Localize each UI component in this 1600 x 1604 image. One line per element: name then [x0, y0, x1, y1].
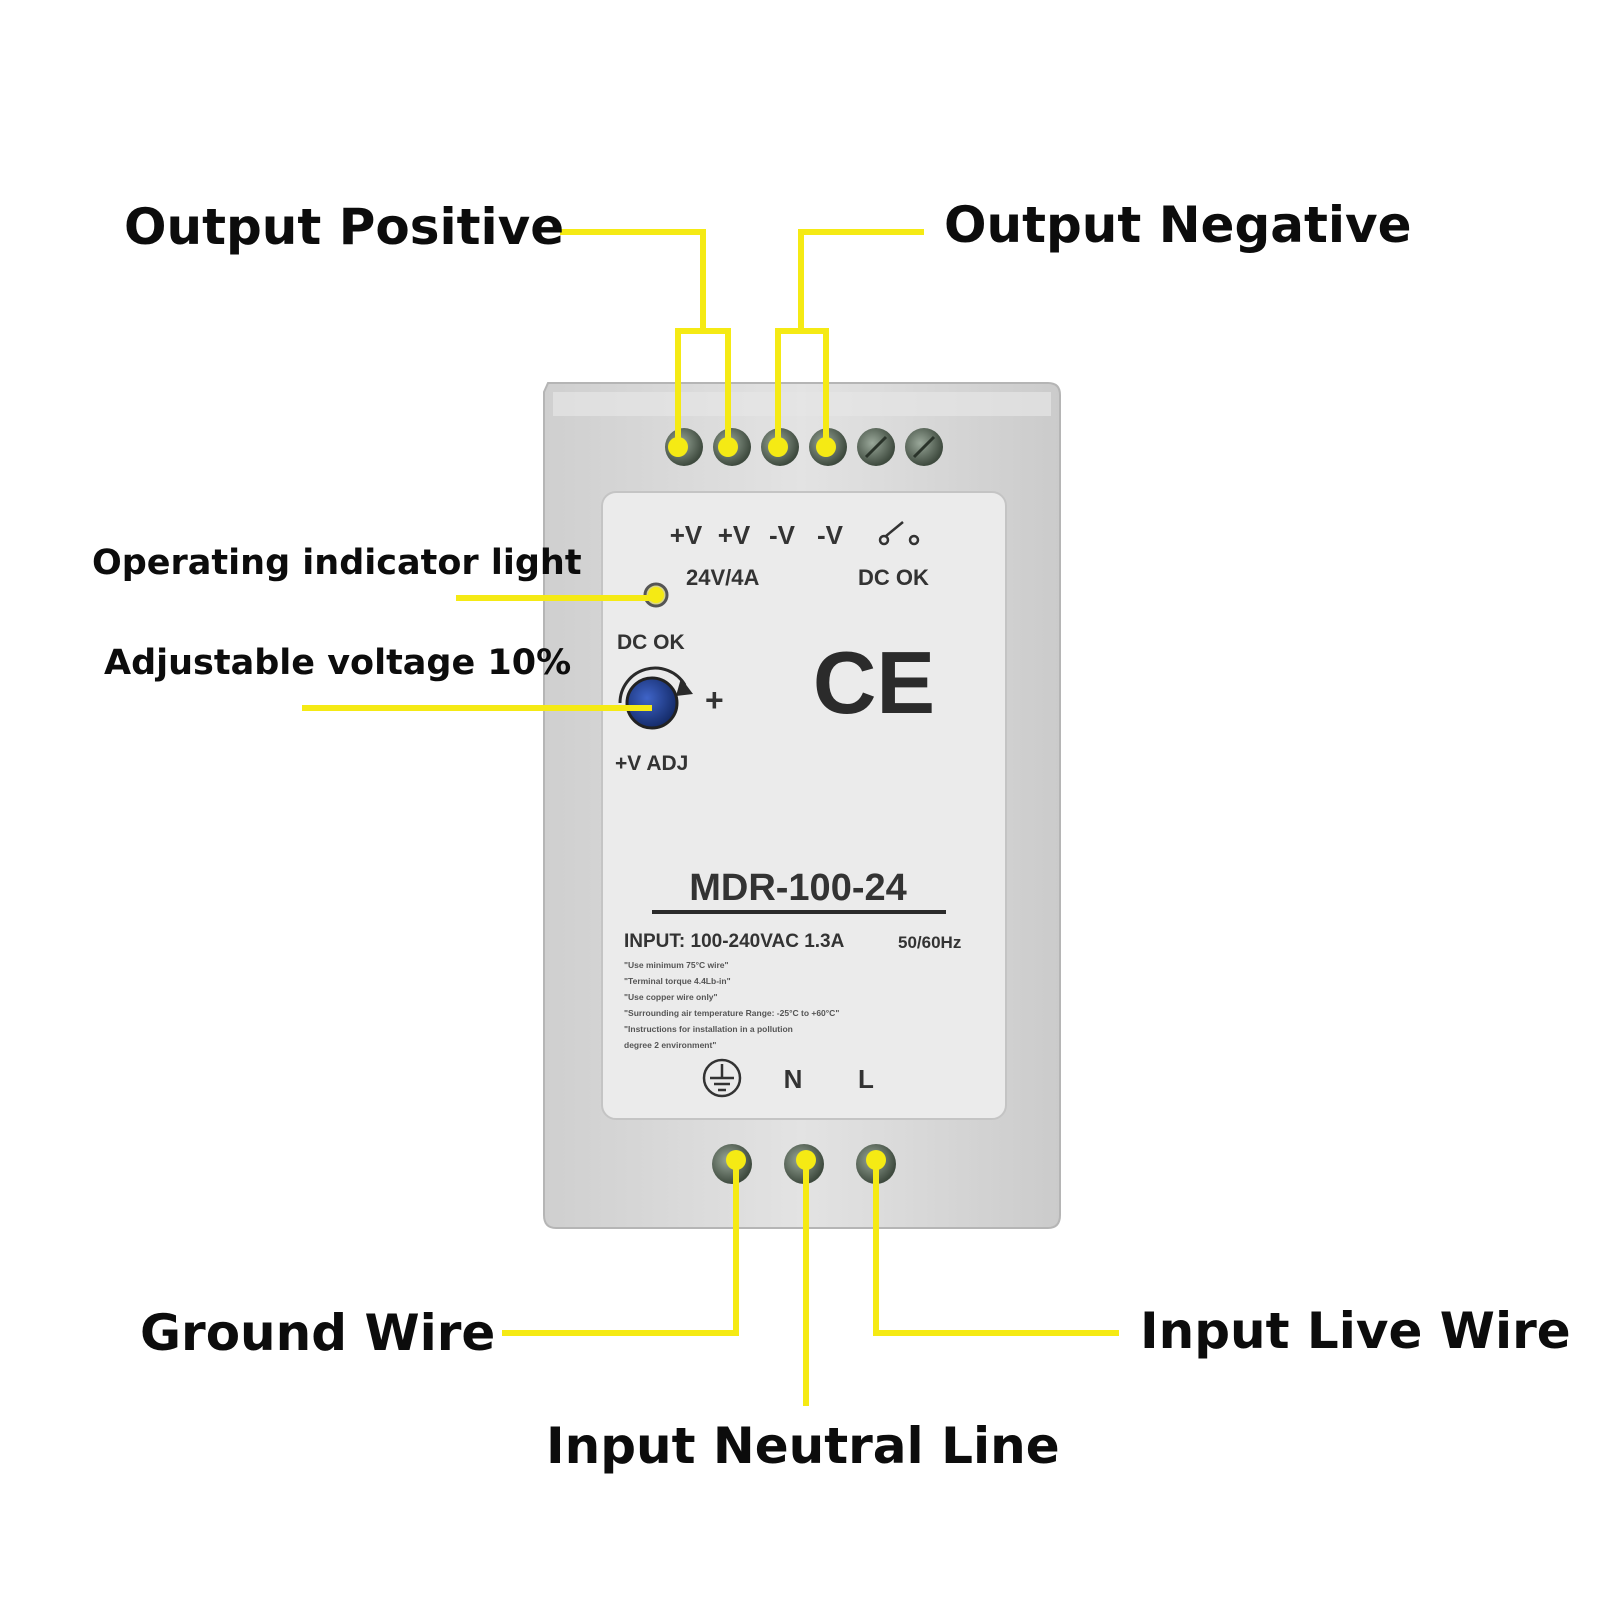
live-wire-leader	[873, 1164, 1119, 1336]
safety-note: "Use copper wire only"	[624, 992, 718, 1002]
safety-note: "Use minimum 75°C wire"	[624, 960, 729, 970]
leader-dot	[768, 437, 788, 457]
terminal-label-row: +V +V -V -V	[670, 520, 844, 550]
callout-input-neutral-line: Input Neutral Line	[546, 1417, 1060, 1475]
leader-dot	[816, 437, 836, 457]
output-negative-leader-branch	[801, 328, 829, 447]
callout-output-positive: Output Positive	[124, 198, 565, 256]
input-spec: INPUT: 100-240VAC 1.3A	[624, 931, 845, 952]
safety-notes: "Use minimum 75°C wire" "Terminal torque…	[624, 960, 839, 1050]
terminal-label: -V	[769, 520, 796, 550]
callout-input-live-wire: Input Live Wire	[1140, 1302, 1571, 1360]
safety-note: "Surrounding air temperature Range: -25°…	[624, 1008, 839, 1018]
leader-end-dots	[648, 437, 886, 1170]
rating-label: 24V/4A	[686, 565, 759, 590]
v-adj-label: +V ADJ	[615, 752, 688, 775]
terminal-label: +V	[718, 520, 751, 550]
terminal-label: +V	[670, 520, 703, 550]
leader-dot	[648, 587, 664, 603]
terminal-label: -V	[817, 520, 844, 550]
callout-operating-indicator: Operating indicator light	[92, 543, 582, 583]
safety-note: "Terminal torque 4.4Lb-in"	[624, 976, 731, 986]
leader-dot	[668, 437, 688, 457]
output-positive-leader-branch	[703, 328, 731, 447]
ground-wire-leader	[502, 1164, 739, 1336]
callout-adjustable-voltage: Adjustable voltage 10%	[104, 643, 572, 683]
callout-ground-wire: Ground Wire	[140, 1304, 496, 1362]
relay-switch-icon	[878, 521, 920, 546]
ce-mark: CE	[813, 633, 935, 732]
dc-ok-led-label: DC OK	[617, 631, 685, 654]
neutral-terminal-label: N	[784, 1064, 803, 1094]
safety-note: "Instructions for installation in a poll…	[624, 1024, 793, 1034]
output-terminal-block	[665, 428, 943, 466]
dc-ok-relay-label: DC OK	[858, 565, 929, 590]
leader-dot	[726, 1150, 746, 1170]
live-terminal-label: L	[858, 1064, 874, 1094]
model-number: MDR-100-24	[689, 867, 907, 909]
label-panel	[601, 491, 1007, 1120]
leader-dot	[796, 1150, 816, 1170]
rotary-adjust-icon	[618, 666, 693, 730]
adjust-plus-sign: +	[705, 682, 724, 718]
leader-dot	[866, 1150, 886, 1170]
leader-dot	[718, 437, 738, 457]
frequency-spec: 50/60Hz	[898, 933, 961, 952]
callout-output-negative: Output Negative	[944, 196, 1412, 254]
safety-note: degree 2 environment"	[624, 1040, 716, 1050]
earth-ground-icon	[702, 1058, 742, 1098]
leader-lines	[302, 229, 1119, 1406]
